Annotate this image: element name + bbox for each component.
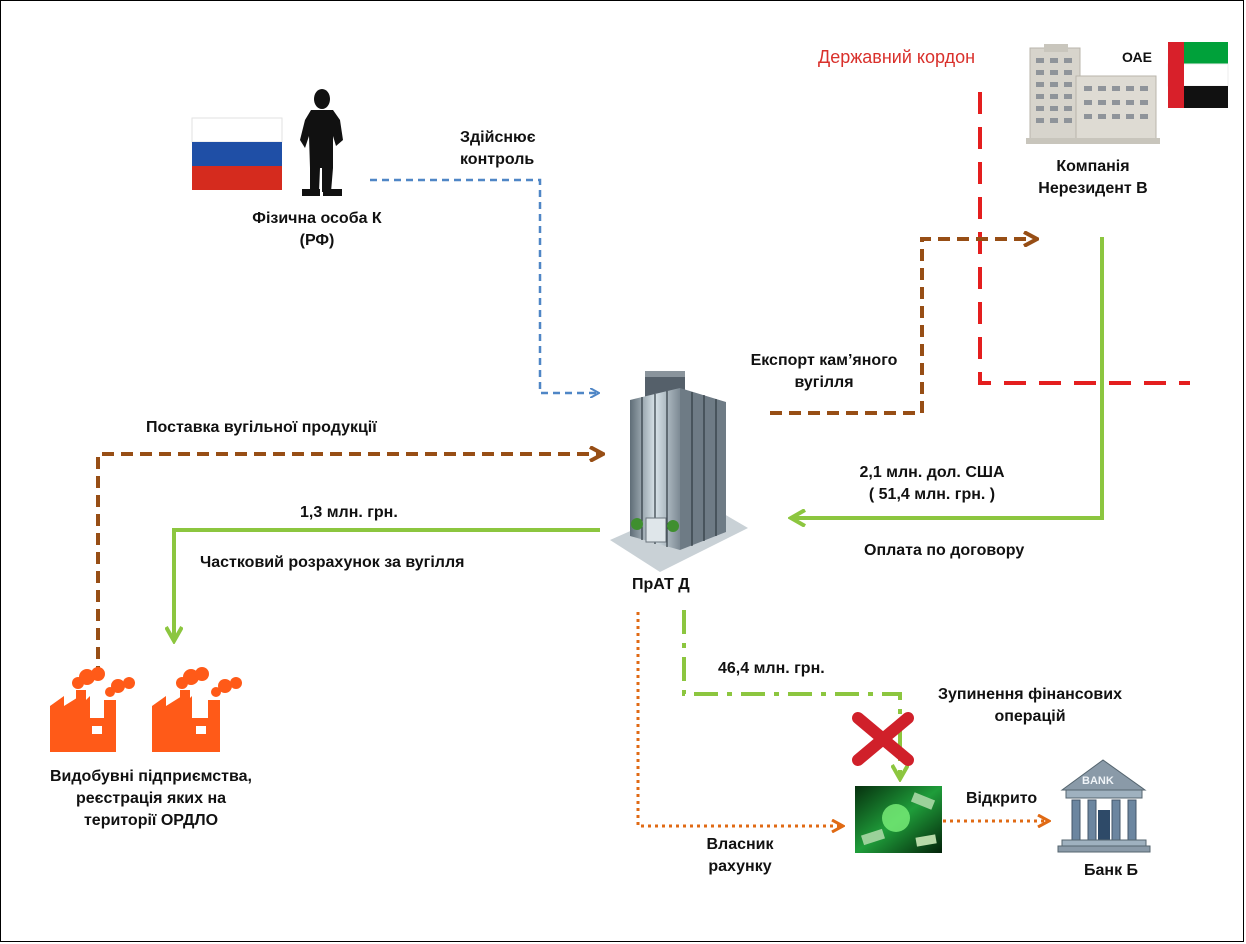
person-k-label: Фізична особа К (РФ) [252,210,382,249]
partial-payment-arrow [174,528,600,640]
bank-b-label: Банк Б [1084,862,1139,879]
usd-amount-label: 2,1 млн. дол. США ( 51,4 млн. грн. ) [859,464,1005,503]
export-label: Експорт кам’яного вугілля [750,352,898,391]
person-silhouette-icon [300,89,343,196]
suspension-label: Зупинення фінансових операцій [937,686,1122,725]
control-arrow [370,178,598,393]
partial-amount-label: 1,3 млн. грн. [300,504,398,521]
bank-icon [1057,759,1151,853]
russia-flag-icon [191,117,283,190]
control-label: Здійснює контроль [460,129,536,168]
blocked-transfer-arrow [682,610,900,778]
uae-label: ОАЕ [1122,49,1152,65]
state-border-label: Державний кордон [818,47,976,67]
money-icon [855,786,942,853]
mining-label: Видобувні підприємства, реєстрація яких … [50,768,252,829]
uae-flag-icon [1167,42,1229,108]
cross-icon [852,712,914,766]
factory-icon [50,667,135,752]
export-arrow [770,239,1036,415]
office-building-icon [1026,44,1160,144]
company-b-label: Компанія Нерезидент В [1038,158,1148,197]
contract-payment-arrow [792,237,1104,518]
supply-label: Поставка вугільної продукції [146,419,377,436]
skyscraper-icon [610,371,748,572]
opened-label: Відкрито [966,790,1038,807]
supply-arrow [96,454,602,678]
bank-sign-text: BANK [1082,775,1114,787]
state-border-line [978,92,1190,385]
account-owner-label: Власник рахунку [706,836,774,875]
prat-d-label: ПрАТ Д [632,576,690,593]
factory-icon [152,667,242,752]
blocked-amount-label: 46,4 млн. грн. [718,660,825,677]
partial-payment-label: Частковий розрахунок за вугілля [200,554,465,571]
account-owner-arrow [636,612,842,826]
contract-payment-label: Оплата по договору [864,542,1025,559]
